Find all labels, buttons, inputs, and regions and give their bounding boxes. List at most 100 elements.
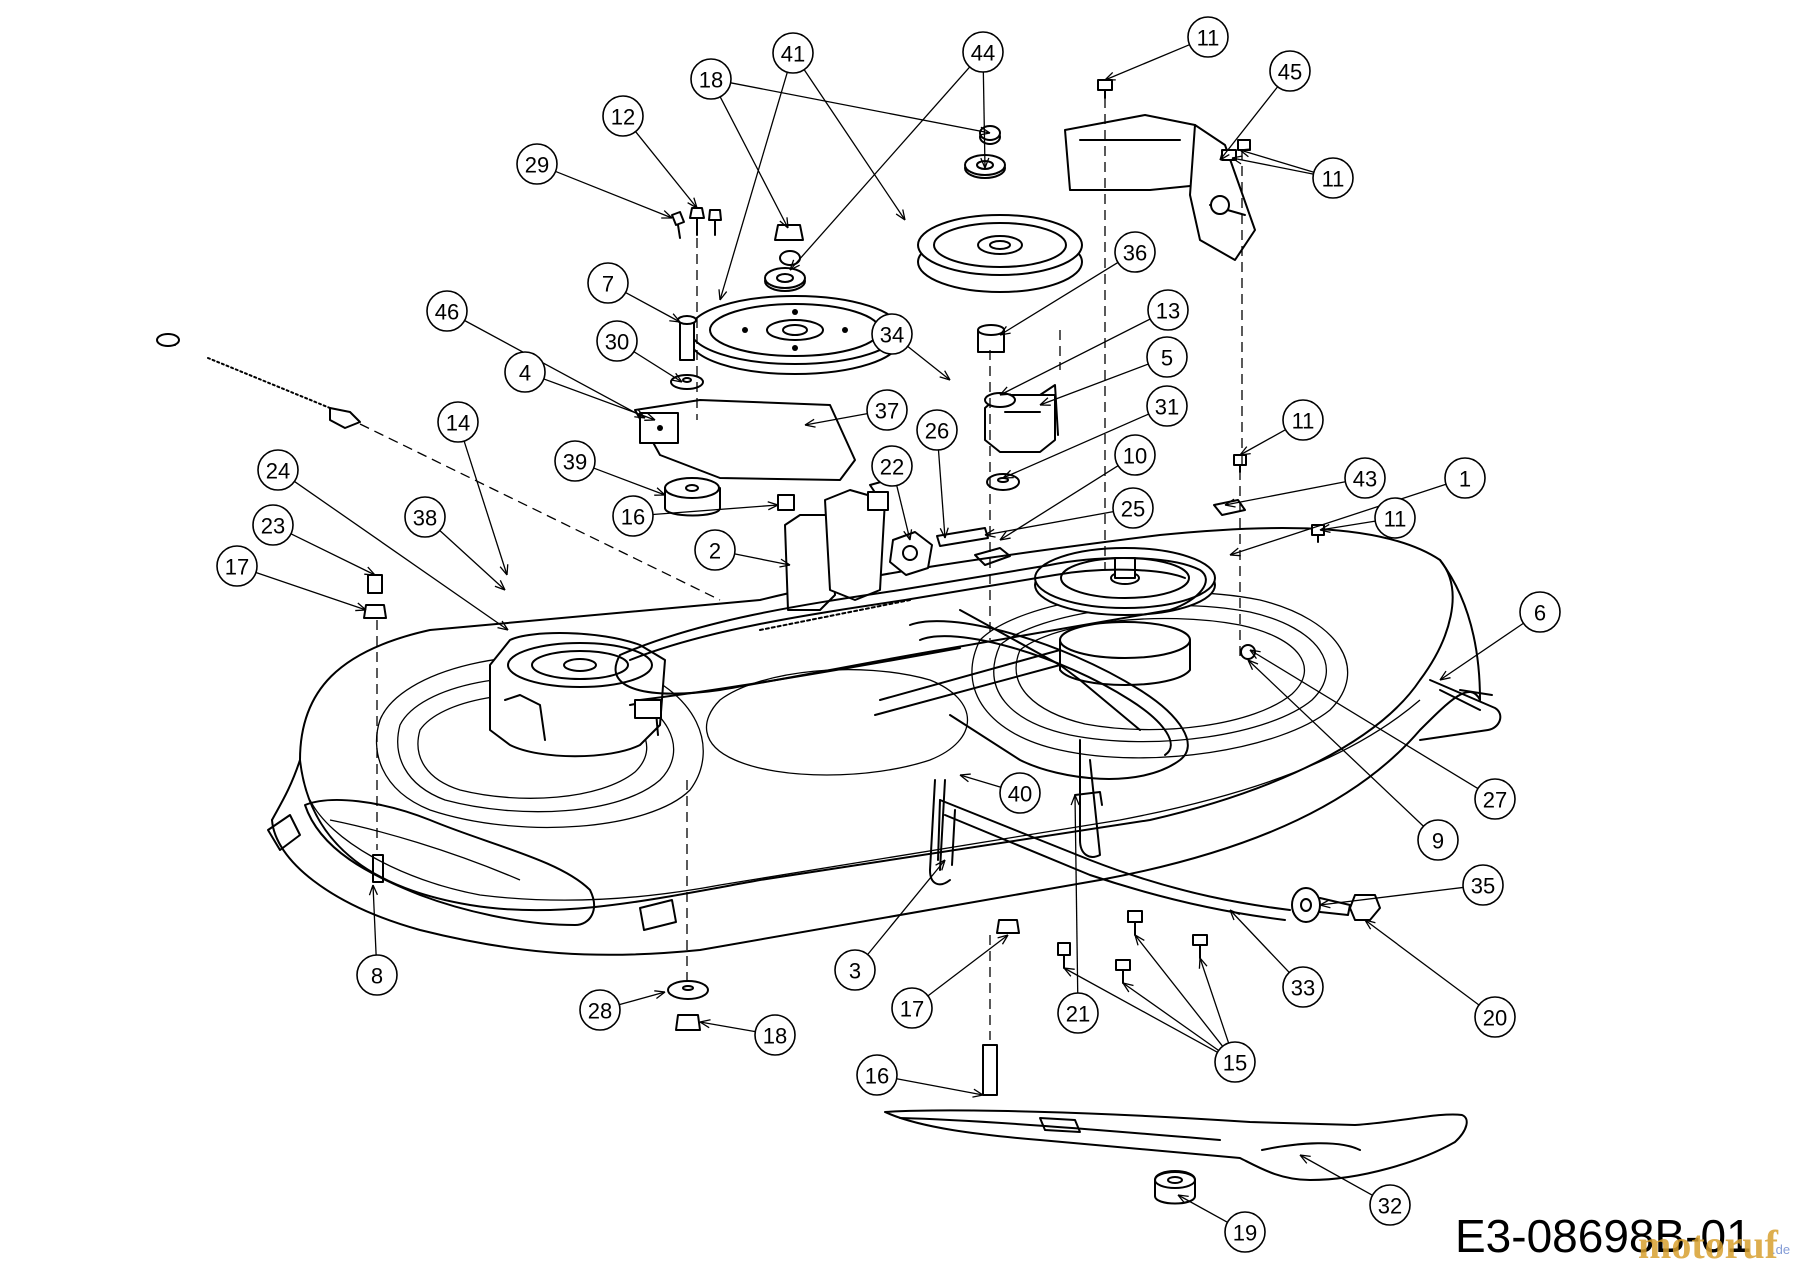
callout-leader (593, 467, 666, 496)
callout-arrowhead (368, 884, 379, 896)
callout-number: 46 (435, 300, 459, 325)
tension-spring-and-cable (156, 333, 911, 631)
callout-number: 43 (1353, 467, 1377, 492)
callout-40: 40 (999, 772, 1041, 814)
callout-leader (1074, 794, 1079, 994)
callout-number: 11 (1322, 167, 1345, 192)
callout-number: 29 (525, 153, 549, 178)
callout-circle (871, 445, 913, 487)
cutting-blade (884, 1109, 1468, 1181)
callout-circle (1146, 385, 1188, 427)
callout-leader (1239, 429, 1286, 456)
leader-lines (255, 44, 1524, 1223)
callout-number: 13 (1156, 299, 1180, 324)
callout-leader (1219, 86, 1279, 161)
callout-number: 1 (1459, 467, 1471, 492)
callout-circle (516, 143, 558, 185)
callout-arrowhead (1229, 909, 1241, 921)
callout-circle (834, 949, 876, 991)
callout-leader (619, 991, 666, 1006)
callout-circle (999, 772, 1041, 814)
callout-leader (464, 319, 646, 419)
callout-leader (555, 170, 673, 219)
callout-number: 30 (605, 330, 629, 355)
callout-leader (1002, 413, 1149, 479)
callout-circle (596, 320, 638, 362)
callout-leader (789, 66, 971, 271)
watermark-suffix: .de (1772, 1242, 1790, 1257)
callout-number: 16 (621, 505, 645, 530)
callout-circle (856, 1054, 898, 1096)
callout-18: 18 (690, 58, 732, 100)
callout-arrowhead (661, 210, 673, 219)
callout-leader (290, 533, 376, 576)
callout-circle (1344, 457, 1386, 499)
callout-43: 43 (1344, 457, 1386, 499)
callout-number: 20 (1483, 1006, 1507, 1031)
callout-leader (927, 934, 1009, 997)
callout-arrowhead (895, 209, 906, 221)
callout-arrowhead (669, 313, 681, 323)
callout-5: 5 (1146, 336, 1188, 378)
callout-number: 37 (875, 399, 899, 424)
idler-arm-center (784, 477, 896, 611)
callout-23: 23 (252, 504, 294, 546)
callout-number: 33 (1291, 976, 1315, 1001)
callout-circle (1474, 996, 1516, 1038)
callout-29: 29 (516, 143, 558, 185)
callout-circle (426, 290, 468, 332)
callout-arrowhead (497, 620, 509, 631)
callout-leader (633, 351, 683, 383)
callout-arrowhead (1439, 670, 1451, 681)
callout-leader (896, 1078, 984, 1096)
callout-arrowhead (1224, 498, 1236, 508)
callout-circle (891, 987, 933, 1029)
callout-number: 16 (865, 1064, 889, 1089)
callout-number: 25 (1121, 497, 1145, 522)
callout-number: 41 (781, 42, 805, 67)
callout-leader (1229, 483, 1447, 556)
callout-circle (916, 409, 958, 451)
callout-arrowhead (499, 564, 509, 576)
callout-number: 34 (880, 323, 904, 348)
callout-number: 32 (1378, 1194, 1402, 1219)
callout-arrowhead (779, 217, 789, 229)
callout-circle (1282, 399, 1324, 441)
callout-arrowhead (935, 859, 946, 871)
callout-arrowhead (634, 409, 646, 419)
callout-circle (694, 529, 736, 571)
callout-leader (1364, 919, 1480, 1006)
callout-38: 38 (404, 496, 446, 538)
callout-arrowhead (654, 990, 666, 1000)
callout-number: 44 (971, 41, 995, 66)
callout-21: 21 (1057, 992, 1099, 1034)
callout-leader (803, 69, 906, 221)
callout-circle (772, 32, 814, 74)
callout-arrowhead (364, 566, 376, 576)
callout-circle (690, 58, 732, 100)
callout-arrowhead (1231, 155, 1243, 165)
callout-number: 8 (371, 964, 383, 989)
callout-leader (255, 571, 367, 611)
callout-34: 34 (871, 313, 913, 355)
callout-circle (754, 1014, 796, 1056)
flat-idler-pulley (917, 214, 1083, 293)
callout-leader (1039, 363, 1149, 406)
callout-arrowhead (903, 529, 913, 541)
callout-7: 7 (587, 262, 629, 304)
callout-circle (257, 449, 299, 491)
callout-leader (699, 1021, 756, 1033)
callout-leader (1199, 957, 1230, 1044)
callout-leader (294, 480, 509, 631)
lift-rod-assembly (874, 609, 1381, 923)
callout-number: 39 (563, 450, 587, 475)
callout-leader (1134, 934, 1224, 1047)
left-spindle-housing (489, 632, 666, 758)
assembly-axes (376, 98, 1243, 1040)
callout-leader (999, 261, 1119, 336)
callout-circle (216, 545, 258, 587)
callout-arrowhead (1134, 934, 1145, 946)
callout-33: 33 (1282, 966, 1324, 1008)
idler-arm-bracket (984, 384, 1059, 453)
callout-16: 16 (856, 1054, 898, 1096)
